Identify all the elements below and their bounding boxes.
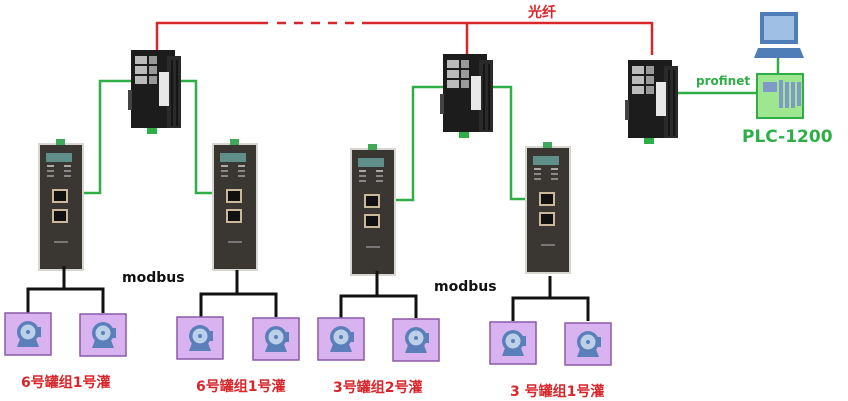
field-device [392, 318, 440, 362]
tank-group-label: 3 号罐组1号灌 [510, 384, 605, 400]
modbus-label: modbus [434, 279, 497, 295]
tank-group-label: 6号罐组1号灌 [196, 379, 286, 395]
field-device [564, 322, 612, 366]
field-device [79, 313, 127, 357]
gateway-2 [212, 139, 258, 271]
field-device [252, 317, 300, 361]
plc-icon [756, 73, 804, 119]
modbus-buses [26, 266, 590, 321]
switch-3 [624, 59, 679, 145]
switch-2 [439, 53, 494, 139]
modbus-label: modbus [122, 270, 185, 286]
profinet-label: profinet [696, 74, 751, 88]
switch-1 [127, 49, 182, 135]
fiber-label: 光纤 [528, 5, 556, 21]
field-device [4, 312, 52, 356]
field-device [317, 317, 365, 361]
computer-icon [754, 12, 804, 58]
tank-group-label: 3号罐组2号灌 [333, 380, 423, 396]
tank-group-label: 6号罐组1号灌 [21, 375, 111, 391]
field-device [489, 321, 537, 365]
gateway-4 [525, 142, 571, 274]
gateway-1 [38, 139, 84, 271]
field-device [176, 316, 224, 360]
plc-label: PLC-1200 [742, 127, 833, 147]
gateway-3 [350, 144, 396, 276]
fiber-link [155, 21, 654, 55]
